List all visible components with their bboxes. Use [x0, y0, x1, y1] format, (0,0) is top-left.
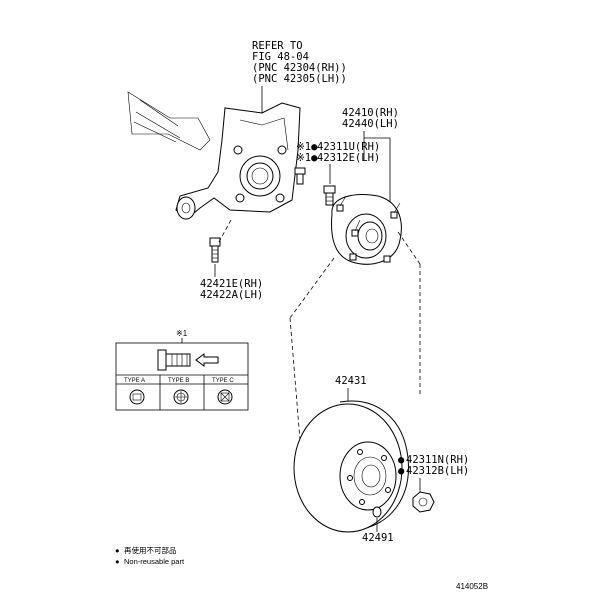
knuckle-bolt-dash — [218, 217, 233, 243]
hub-rh-label: 42410(RH) — [342, 107, 399, 119]
knuckle-bolt-rh-label: 42421E(RH) — [200, 278, 263, 290]
hub-bolt-mark-rh: ※1● — [296, 141, 318, 153]
inset-type-c: TYPE C — [212, 378, 234, 384]
stud-rh-label: 42311N(RH) — [406, 454, 469, 466]
hub-bolt-rh-label: 42311U(RH) — [317, 141, 380, 153]
hub-assembly — [331, 194, 402, 265]
stud-end-type-a-icon — [129, 389, 145, 405]
refer-line-1: REFER TO — [252, 40, 303, 52]
hub-nut — [412, 491, 435, 513]
knuckle — [175, 102, 301, 220]
inset-title: ※1 — [176, 329, 188, 338]
refer-note: REFER TO FIG 48-04 (PNC 42304(RH)) (PNC … — [252, 40, 347, 113]
legend-line-2: Non-reusable part — [124, 557, 185, 566]
knuckle-bolt — [209, 237, 221, 263]
refer-line-3: (PNC 42304(RH)) — [252, 62, 347, 74]
legend-bullet-2: ● — [115, 557, 120, 566]
refer-line-2: FIG 48-04 — [252, 51, 309, 63]
inset-stud-icon — [157, 349, 191, 371]
brake-rotor — [293, 400, 409, 533]
rotor-label: 42431 — [335, 375, 367, 387]
reference-arrow-icon — [127, 91, 211, 151]
inset-arrow-icon — [195, 353, 219, 367]
rotor-plug — [372, 506, 382, 518]
hub-bolt-lh-label: 42312E(LH) — [317, 152, 380, 164]
plug-label: 42491 — [362, 532, 394, 544]
hub-bolt-mark-lh: ※1● — [296, 152, 318, 164]
hub-bolt — [323, 185, 336, 206]
stud-end-type-c-icon — [217, 389, 233, 405]
inset-type-a: TYPE A — [124, 378, 145, 384]
refer-line-4: (PNC 42305(LH)) — [252, 73, 347, 85]
hub-lh-label: 42440(LH) — [342, 118, 399, 130]
figure-id: 414052B — [456, 582, 488, 591]
stud-type-inset: ※1 TYPE A TYPE B TYPE C — [115, 329, 249, 411]
knuckle-stud — [294, 167, 306, 185]
stud-mark-rh: ● — [398, 454, 405, 466]
stud-lh-label: 42312B(LH) — [406, 465, 469, 477]
hub-rotor-guide — [289, 231, 421, 441]
stud-end-type-b-icon — [173, 389, 189, 405]
stud-mark-lh: ● — [398, 465, 405, 477]
inset-type-b: TYPE B — [168, 378, 189, 384]
knuckle-bolt-lh-label: 42422A(LH) — [200, 289, 263, 301]
legend-line-1: 再使用不可部品 — [124, 545, 177, 555]
legend-bullet-1: ● — [115, 546, 120, 555]
